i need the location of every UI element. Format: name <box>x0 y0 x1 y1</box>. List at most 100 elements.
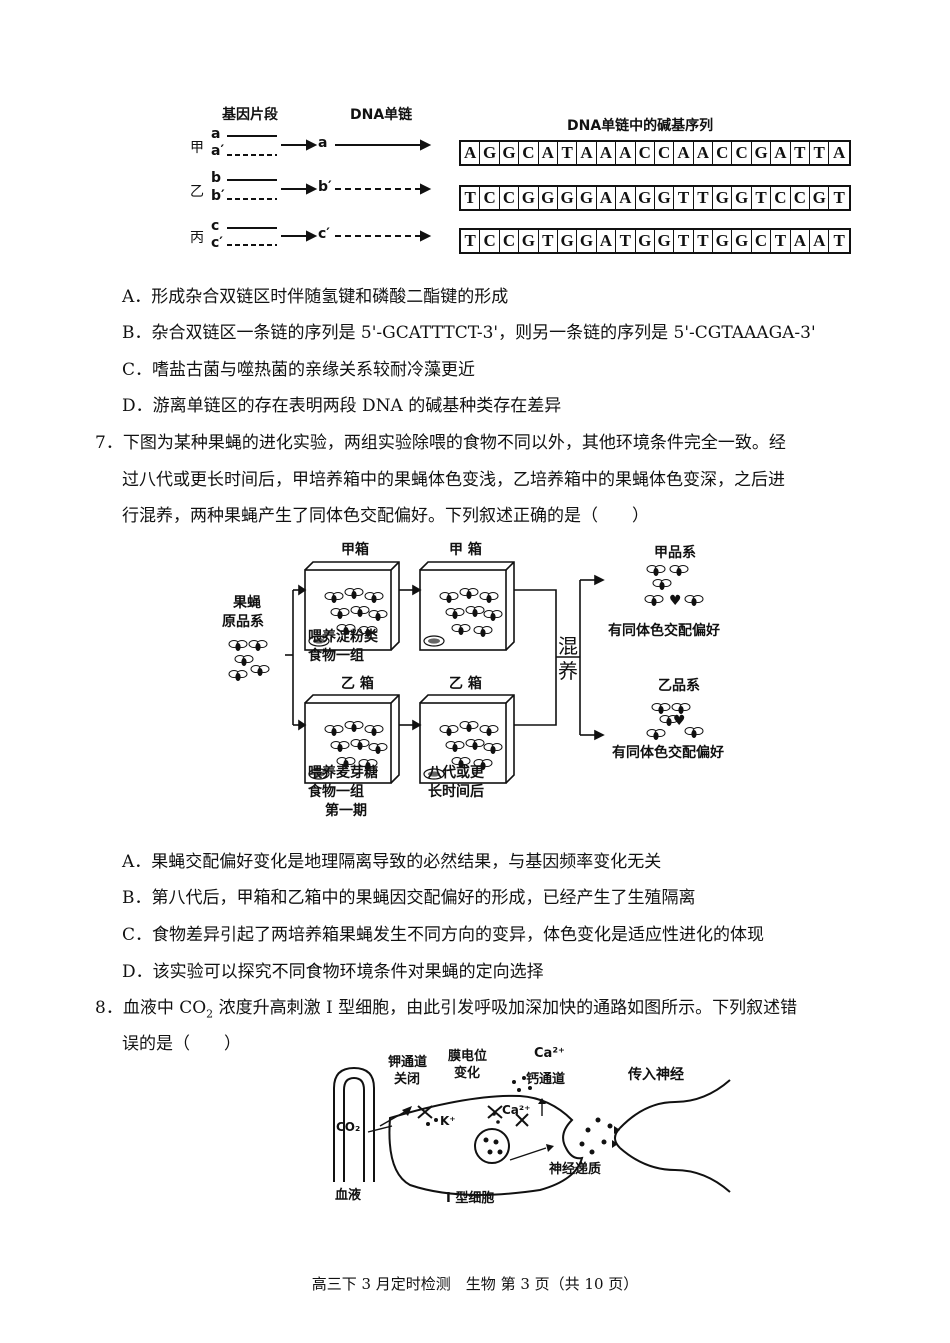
base-cell: G <box>732 187 752 209</box>
base-cell: C <box>636 142 655 164</box>
base-cell: C <box>655 142 675 164</box>
base-cell: T <box>771 230 791 252</box>
row-label-jia: 甲 <box>190 140 204 156</box>
q6-option-d: D．游离单链区的存在表明两段 DNA 的碱基种类存在差异 <box>122 396 562 416</box>
row-label-yi: 乙 <box>190 184 204 200</box>
q7-option-b: B．第八代后，甲箱和乙箱中的果蝇因交配偏好的形成，已经产生了生殖隔离 <box>122 888 696 908</box>
base-cell: A <box>616 142 636 164</box>
base-cell: A <box>577 142 597 164</box>
base-cell: T <box>674 230 694 252</box>
base-cell: A <box>832 143 846 162</box>
ca-outside-label: Ca²⁺ <box>534 1046 565 1061</box>
base-cell: A <box>597 142 617 164</box>
base-cell: A <box>771 142 791 164</box>
base-cell: A <box>694 142 714 164</box>
q7-stem-line3: 行混养，两种果蝇产生了同体色交配偏好。下列叙述正确的是（ ） <box>122 506 649 526</box>
origin-label-2: 原品系 <box>222 614 264 630</box>
base-cell: T <box>674 187 694 209</box>
base-cell: T <box>461 187 481 209</box>
k-ion-label: K⁺ <box>440 1114 456 1128</box>
fruitfly-diagram: ♥ ♥ <box>228 561 704 784</box>
base-cell: C <box>771 187 791 209</box>
cell-pathway-diagram <box>333 1066 731 1196</box>
base-cell: G <box>500 142 520 164</box>
base-cell: G <box>577 230 597 252</box>
q7-option-a: A．果蝇交配偏好变化是地理隔离导致的必然结果，与基因频率变化无关 <box>122 852 662 872</box>
base-cell: G <box>752 142 772 164</box>
base-cell: G <box>636 230 655 252</box>
mix-label-2: 养 <box>558 659 578 683</box>
result-jia-title: 甲品系 <box>654 545 696 561</box>
base-cell: C <box>500 187 520 209</box>
base-cell: A <box>461 142 481 164</box>
transmitter-label: 神经递质 <box>549 1162 602 1177</box>
mix-label-1: 混 <box>558 634 578 658</box>
header-base-sequence: DNA单链中的碱基序列 <box>567 118 714 134</box>
base-cell: C <box>752 230 772 252</box>
base-cell: G <box>519 230 539 252</box>
time-line1: 八代或更 <box>428 765 484 781</box>
potential-label-1: 膜电位 <box>448 1049 488 1064</box>
base-cell: T <box>558 142 578 164</box>
base-cell: C <box>713 142 733 164</box>
q8-stem-line1: 8．血液中 CO2 浓度升高刺激 I 型细胞，由此引发呼吸加深加快的通路如图所示… <box>95 993 797 1020</box>
base-cell: G <box>577 187 597 209</box>
box-jia-2-label: 甲 箱 <box>449 542 482 558</box>
food-yi-line3: 第一期 <box>325 803 367 819</box>
base-cell: G <box>519 187 539 209</box>
k-channel-label-1: 钾通道 <box>388 1055 428 1070</box>
base-cell: A <box>791 230 811 252</box>
k-channel-label-2: 关闭 <box>394 1072 421 1087</box>
base-cell: G <box>539 187 558 209</box>
base-cell: G <box>655 187 675 209</box>
strand-c: c <box>211 218 220 234</box>
base-cell: T <box>461 230 481 252</box>
co2-label: CO₂ <box>336 1120 361 1134</box>
base-cell: A <box>616 187 636 209</box>
base-cell: C <box>480 230 500 252</box>
strand-c-prime: c′ <box>211 235 223 251</box>
box-yi-1-label: 乙 箱 <box>341 676 374 692</box>
base-cell: T <box>833 231 845 250</box>
food-yi-line2: 食物一组 <box>308 784 364 800</box>
box-jia-1-label: 甲箱 <box>341 542 369 558</box>
base-cell: C <box>500 230 520 252</box>
q8-stem-part2: 浓度升高刺激 I 型细胞，由此引发呼吸加深加快的通路如图所示。下列叙述错 <box>213 998 798 1018</box>
base-cell: G <box>480 142 500 164</box>
strand-b: b <box>211 170 222 186</box>
base-cell: C <box>732 142 752 164</box>
base-cell: G <box>810 187 830 209</box>
q8-stem-subscript: 2 <box>206 1007 214 1021</box>
header-dna-single: DNA单链 <box>350 107 413 123</box>
base-cell: C <box>519 142 539 164</box>
time-line2: 长时间后 <box>428 784 484 800</box>
header-gene-fragment: 基因片段 <box>222 107 278 123</box>
base-cell: T <box>616 230 636 252</box>
base-cell: G <box>655 230 675 252</box>
box-yi-2-label: 乙 箱 <box>449 676 482 692</box>
page-footer: 高三下 3 月定时检测 生物 第 3 页（共 10 页） <box>311 1275 639 1293</box>
food-jia-line1: 喂养淀粉类 <box>308 629 378 645</box>
svg-text:♥: ♥ <box>673 713 686 729</box>
origin-label-1: 果蝇 <box>233 595 261 611</box>
svg-text:♥: ♥ <box>669 593 682 609</box>
base-cell: G <box>713 230 733 252</box>
base-cell: G <box>732 230 752 252</box>
blood-label: 血液 <box>335 1188 362 1203</box>
result-yi-title: 乙品系 <box>658 678 700 694</box>
q7-option-c: C．食物差异引起了两培养箱果蝇发生不同方向的变异，体色变化是适应性进化的体现 <box>122 925 765 945</box>
q7-option-d: D．该实验可以探究不同食物环境条件对果蝇的定向选择 <box>122 962 544 982</box>
result-jia-text: 有同体色交配偏好 <box>608 623 720 639</box>
base-cell: A <box>597 230 617 252</box>
base-cell: A <box>539 142 558 164</box>
q7-stem-line2: 过八代或更长时间后，甲培养箱中的果蝇体色变浅，乙培养箱中的果蝇体色变深，之后进 <box>122 470 785 490</box>
base-cell: T <box>810 142 830 164</box>
single-b-prime: b′ <box>318 179 332 195</box>
strand-a: a <box>211 126 221 142</box>
q6-option-a: A．形成杂合双链区时伴随氢键和磷酸二酯键的形成 <box>122 287 509 307</box>
base-cell: T <box>791 142 811 164</box>
food-jia-line2: 食物一组 <box>308 648 364 664</box>
